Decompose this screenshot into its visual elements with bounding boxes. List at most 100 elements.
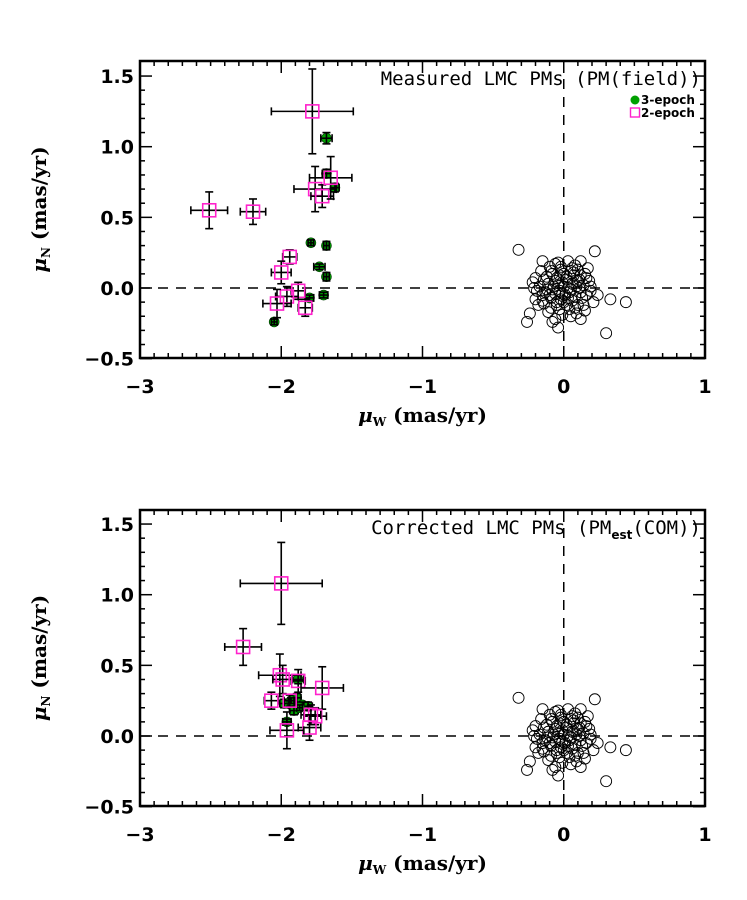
units: (mas/yr) [386,851,487,875]
mu-symbol: μ [27,258,51,273]
field-star-marker [584,732,597,745]
subscript: W [372,415,387,429]
field-star-marker [556,756,569,769]
field-star-marker [552,321,565,334]
y-tick-label: 1.0 [100,137,134,159]
field-star-marker [588,245,601,258]
field-star-marker [556,308,569,321]
two-epoch-marker [275,672,290,687]
x-tick-label: −1 [408,376,437,398]
field-stars-series [512,691,632,788]
field-star-marker [536,289,549,302]
field-star-marker [563,286,576,299]
y-tick-label: 0.5 [100,655,134,677]
legend-label: 3-epoch [641,93,695,107]
field-star-marker [563,734,576,747]
y-tick-label: 1.5 [100,66,134,88]
field-star-marker [550,747,563,759]
field-star-marker [549,761,562,774]
two-epoch-marker [303,707,319,723]
field-star-marker [580,272,593,285]
plot-frame [138,508,707,808]
field-star-marker [574,761,587,774]
x-tick-label: −3 [125,824,154,846]
field-star-marker [600,775,613,788]
field-star-marker [557,744,570,757]
field-star-marker [542,306,555,318]
field-star-marker [553,717,566,730]
field-star-marker [574,313,587,326]
field-star-marker [545,301,557,314]
two-epoch-marker [323,170,338,186]
y-tick-label: 1.5 [100,514,134,536]
x-tick-label: 0 [557,376,570,398]
field-star-marker [562,739,574,752]
two-epoch-marker [235,639,251,655]
x-tick-label: −3 [125,376,154,398]
x-tick-label: 1 [698,824,711,846]
field-star-marker [577,299,590,311]
field-star-marker [591,737,604,750]
legend-label: 2-epoch [641,106,695,120]
units: (mas/yr) [27,146,51,247]
field-star-marker [553,269,566,282]
subscript: W [372,863,387,877]
subscript: N [39,247,53,258]
field-star-marker [588,693,601,706]
field-star-marker [546,731,559,744]
field-star-marker [539,734,552,747]
field-star-marker [523,307,536,320]
y-tick-label: 0.5 [100,207,134,229]
field-star-marker [581,710,594,723]
two-epoch-marker [272,667,288,683]
x-tick-label: 0 [557,824,570,846]
field-star-marker [521,315,533,328]
field-star-marker [580,720,593,733]
field-star-marker [553,751,566,764]
field-star-marker [571,274,584,287]
field-stars-series [512,243,632,340]
field-star-marker [536,703,549,716]
field-star-marker [536,737,549,750]
y-tick-label: −0.5 [84,797,134,819]
field-star-marker [554,260,567,273]
field-star-marker [528,730,541,742]
field-star-marker [552,769,565,782]
field-star-marker [542,754,555,766]
field-star-marker [577,747,590,759]
two-epoch-marker [314,188,330,204]
mu-symbol: μ [358,403,373,427]
mu-symbol: μ [27,707,51,722]
field-star-marker [545,749,557,762]
field-star-marker [512,243,525,256]
field-star-marker [569,301,581,314]
field-star-marker [581,262,594,275]
y-tick-label: 0.0 [100,726,134,748]
field-star-marker [562,291,574,304]
field-star-marker [571,722,584,735]
field-star-marker [539,286,552,299]
subscript: N [39,696,53,707]
mu-symbol: μ [358,851,373,875]
title-main: Corrected LMC PMs (PM [371,517,611,539]
field-star-marker [532,299,545,311]
field-star-marker [554,708,567,721]
x-axis-label: μW (mas/yr) [358,403,487,429]
x-tick-label: −2 [267,376,296,398]
two-epoch-marker [307,708,323,724]
field-star-marker [512,691,525,704]
x-tick-label: 1 [698,376,711,398]
two-epoch-marker [314,680,330,696]
field-star-marker [591,289,604,302]
field-star-marker [569,749,581,762]
field-star-marker [604,293,617,306]
y-axis-label: μN (mas/yr) [27,595,53,721]
two-epoch-marker [269,296,285,311]
field-star-marker [560,270,573,283]
two-epoch-marker [305,104,320,119]
legend-filled-circle-icon [630,95,640,105]
field-star-marker [600,327,613,340]
two-epoch-marker [279,723,295,738]
field-star-marker [560,718,573,731]
